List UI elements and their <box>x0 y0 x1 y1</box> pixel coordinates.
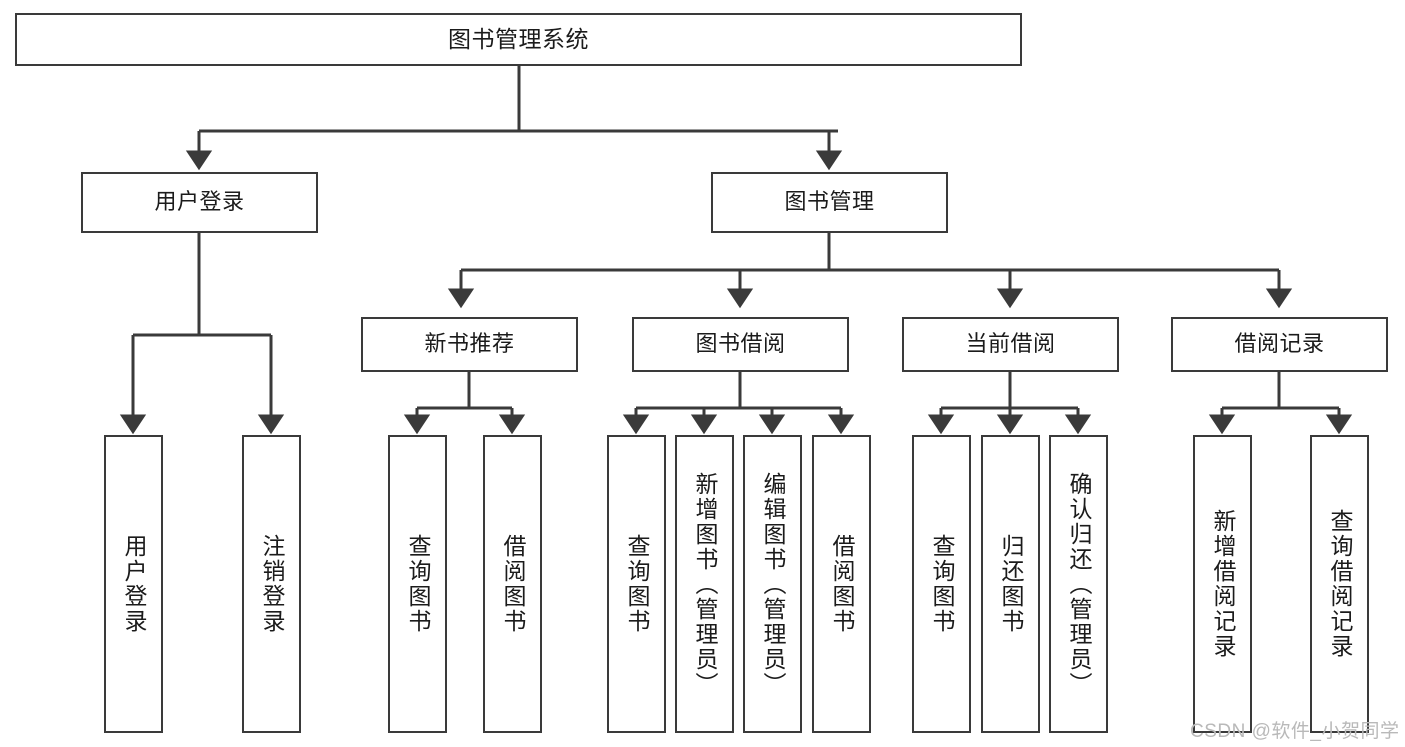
leaf-current-confirm-return[interactable]: 确认归还（管理员） <box>1049 435 1108 733</box>
node-new-book-recommend[interactable]: 新书推荐 <box>361 317 578 372</box>
leaf-user-login[interactable]: 用户登录 <box>104 435 163 733</box>
leaf-record-add-label: 新增借阅记录 <box>1210 509 1236 659</box>
node-user-login-label: 用户登录 <box>154 189 245 215</box>
leaf-record-query[interactable]: 查询借阅记录 <box>1310 435 1369 733</box>
leaf-recommend-borrow-book[interactable]: 借阅图书 <box>483 435 542 733</box>
leaf-current-query-book[interactable]: 查询图书 <box>912 435 971 733</box>
node-borrow-record[interactable]: 借阅记录 <box>1171 317 1388 372</box>
node-book-management[interactable]: 图书管理 <box>711 172 948 233</box>
leaf-logout[interactable]: 注销登录 <box>242 435 301 733</box>
leaf-logout-label: 注销登录 <box>259 534 285 634</box>
leaf-recommend-query-book[interactable]: 查询图书 <box>388 435 447 733</box>
node-user-login[interactable]: 用户登录 <box>81 172 318 233</box>
leaf-borrow-query-book[interactable]: 查询图书 <box>607 435 666 733</box>
node-borrow-record-label: 借阅记录 <box>1234 331 1325 357</box>
leaf-recommend-borrow-book-label: 借阅图书 <box>500 534 526 634</box>
leaf-current-return-book-label: 归还图书 <box>998 534 1024 634</box>
node-book-borrow[interactable]: 图书借阅 <box>632 317 849 372</box>
leaf-current-confirm-return-label: 确认归还（管理员） <box>1066 471 1092 697</box>
node-book-management-label: 图书管理 <box>784 189 875 215</box>
leaf-record-query-label: 查询借阅记录 <box>1327 509 1353 659</box>
node-new-book-recommend-label: 新书推荐 <box>424 331 515 357</box>
node-book-borrow-label: 图书借阅 <box>695 331 786 357</box>
leaf-current-query-book-label: 查询图书 <box>929 534 955 634</box>
leaf-borrow-add-book[interactable]: 新增图书（管理员） <box>675 435 734 733</box>
leaf-record-add[interactable]: 新增借阅记录 <box>1193 435 1252 733</box>
leaf-borrow-edit-book-label: 编辑图书（管理员） <box>760 471 786 697</box>
leaf-recommend-query-book-label: 查询图书 <box>405 534 431 634</box>
node-root-system-label: 图书管理系统 <box>448 25 589 52</box>
leaf-borrow-add-book-label: 新增图书（管理员） <box>692 471 718 697</box>
node-current-borrow[interactable]: 当前借阅 <box>902 317 1119 372</box>
leaf-borrow-borrow-book-label: 借阅图书 <box>829 534 855 634</box>
leaf-current-return-book[interactable]: 归还图书 <box>981 435 1040 733</box>
leaf-borrow-edit-book[interactable]: 编辑图书（管理员） <box>743 435 802 733</box>
leaf-user-login-label: 用户登录 <box>121 534 147 634</box>
node-root-system[interactable]: 图书管理系统 <box>15 13 1022 66</box>
node-current-borrow-label: 当前借阅 <box>965 331 1056 357</box>
leaf-borrow-query-book-label: 查询图书 <box>624 534 650 634</box>
leaf-borrow-borrow-book[interactable]: 借阅图书 <box>812 435 871 733</box>
